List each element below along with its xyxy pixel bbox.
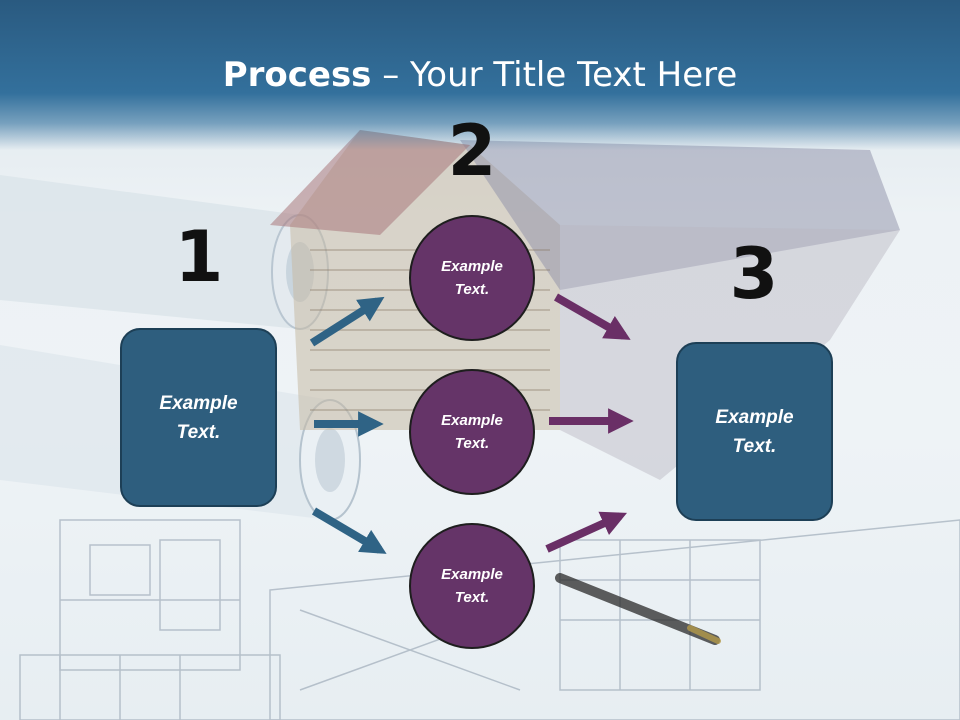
start-box: Example Text. bbox=[120, 328, 277, 507]
slide-title: Process – Your Title Text Here bbox=[0, 50, 960, 100]
circle-middle: Example Text. bbox=[409, 369, 535, 495]
title-rest: – Your Title Text Here bbox=[371, 55, 738, 95]
step-number-1: 1 bbox=[174, 216, 224, 298]
arrow-bottom-to-right bbox=[545, 511, 627, 553]
circle-top: Example Text. bbox=[409, 215, 535, 341]
step-number-2: 2 bbox=[447, 110, 497, 192]
arrow-left-to-bottom bbox=[311, 507, 387, 554]
arrow-left-to-top bbox=[309, 296, 385, 347]
step-number-3: 3 bbox=[729, 233, 779, 315]
arrow-top-to-right bbox=[554, 293, 631, 340]
title-bar bbox=[0, 0, 960, 150]
title-bold: Process bbox=[222, 55, 372, 95]
circle-bottom: Example Text. bbox=[409, 523, 535, 649]
end-box: Example Text. bbox=[676, 342, 833, 521]
